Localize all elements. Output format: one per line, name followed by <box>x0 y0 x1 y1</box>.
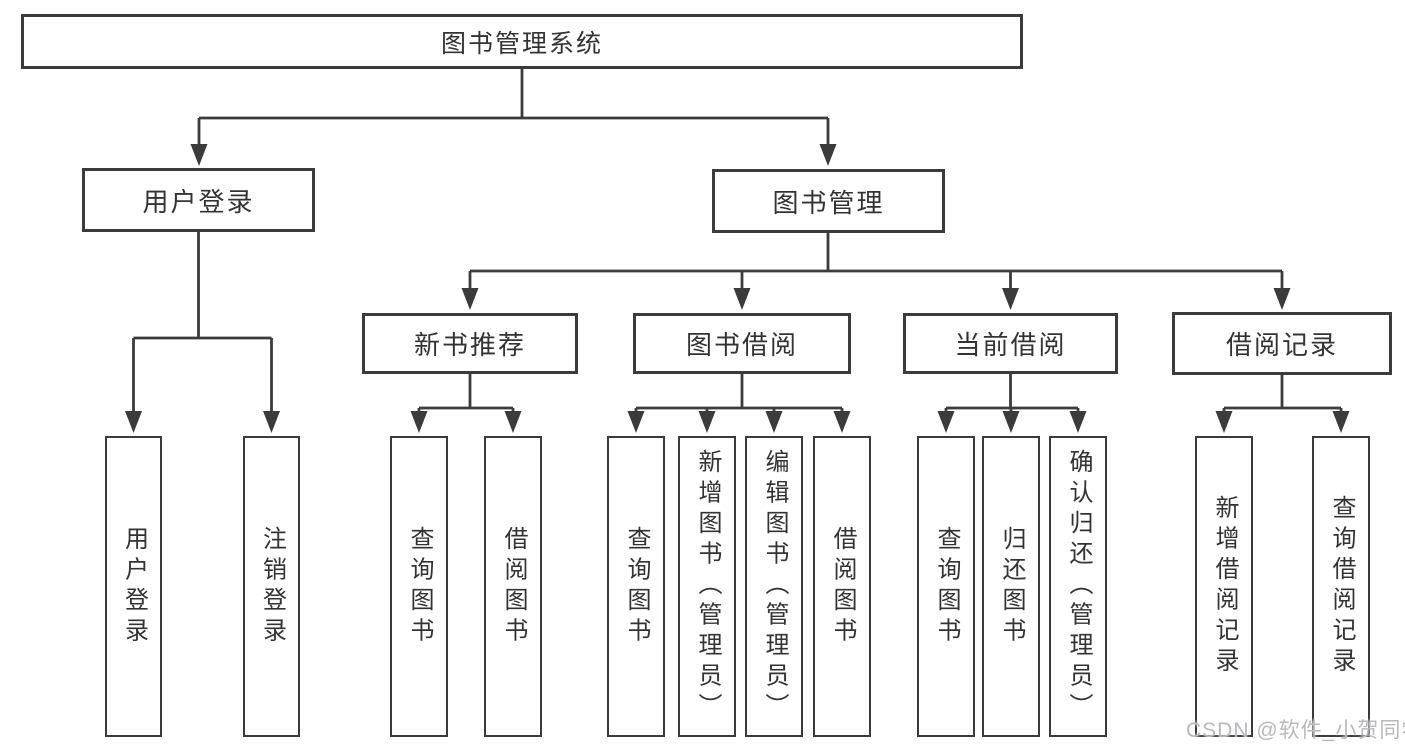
edge-book-borrow-to-leaves <box>634 374 844 415</box>
csdn-watermark: CSDN @软件_小贺同学 <box>1186 719 1405 742</box>
leaf-record-add: 新增借阅记录 <box>1195 436 1253 737</box>
node-borrow-records: 借阅记录 <box>1172 312 1392 375</box>
leaf-borrow-query: 查询图书 <box>607 436 665 737</box>
edge-borrow-record-to-leaves <box>1222 374 1343 415</box>
leaf-borrow-edit: 编辑图书（管理员） <box>745 436 803 737</box>
leaf-current-return: 归还图书 <box>982 436 1040 737</box>
leaf-newbook-query: 查询图书 <box>390 436 448 737</box>
node-user-login: 用户登录 <box>82 168 315 232</box>
leaf-user-login: 用户登录 <box>105 436 162 737</box>
leaf-record-query-label: 查询借阅记录 <box>1328 495 1355 678</box>
edge-user-login-to-leaves <box>132 232 273 415</box>
leaf-record-add-label: 新增借阅记录 <box>1211 495 1238 678</box>
leaf-current-confirm-label: 确认归还（管理员） <box>1065 449 1092 724</box>
leaf-newbook-borrow: 借阅图书 <box>484 436 542 737</box>
node-current-borrow: 当前借阅 <box>903 313 1118 374</box>
leaf-current-query: 查询图书 <box>917 436 975 737</box>
leaf-current-query-label: 查询图书 <box>933 525 960 648</box>
node-root: 图书管理系统 <box>21 14 1023 69</box>
leaf-newbook-query-label: 查询图书 <box>406 525 433 648</box>
edge-book-management-to-level3 <box>468 233 1284 292</box>
leaf-logout: 注销登录 <box>243 436 300 737</box>
node-book-management: 图书管理 <box>712 169 945 233</box>
leaf-borrow-add-label: 新增图书（管理员） <box>694 449 721 724</box>
edge-current-borrow-to-leaves <box>944 374 1080 415</box>
edge-new-book-to-leaves <box>417 374 515 415</box>
node-current-borrow-label: 当前借阅 <box>954 330 1067 360</box>
node-root-label: 图书管理系统 <box>440 29 603 58</box>
node-new-book-recommend: 新书推荐 <box>362 313 578 374</box>
node-new-book-recommend-label: 新书推荐 <box>413 330 526 360</box>
leaf-borrow-edit-label: 编辑图书（管理员） <box>761 449 788 724</box>
leaf-borrow-borrow: 借阅图书 <box>813 436 871 737</box>
leaf-user-login-label: 用户登录 <box>120 525 148 648</box>
node-borrow-records-label: 借阅记录 <box>1225 330 1338 360</box>
node-book-borrow: 图书借阅 <box>633 313 851 374</box>
edge-root-to-level2 <box>197 69 830 148</box>
leaf-record-query: 查询借阅记录 <box>1312 436 1370 737</box>
leaf-current-confirm: 确认归还（管理员） <box>1049 436 1107 737</box>
node-book-management-label: 图书管理 <box>772 187 885 218</box>
node-book-borrow-label: 图书借阅 <box>685 330 798 360</box>
leaf-borrow-borrow-label: 借阅图书 <box>829 525 856 648</box>
leaf-borrow-query-label: 查询图书 <box>623 525 650 648</box>
leaf-current-return-label: 归还图书 <box>998 525 1025 648</box>
leaf-logout-label: 注销登录 <box>258 525 286 648</box>
node-user-login-label: 用户登录 <box>142 186 255 217</box>
leaf-borrow-add: 新增图书（管理员） <box>678 436 736 737</box>
arrowheads <box>125 144 1350 433</box>
leaf-newbook-borrow-label: 借阅图书 <box>500 525 527 648</box>
